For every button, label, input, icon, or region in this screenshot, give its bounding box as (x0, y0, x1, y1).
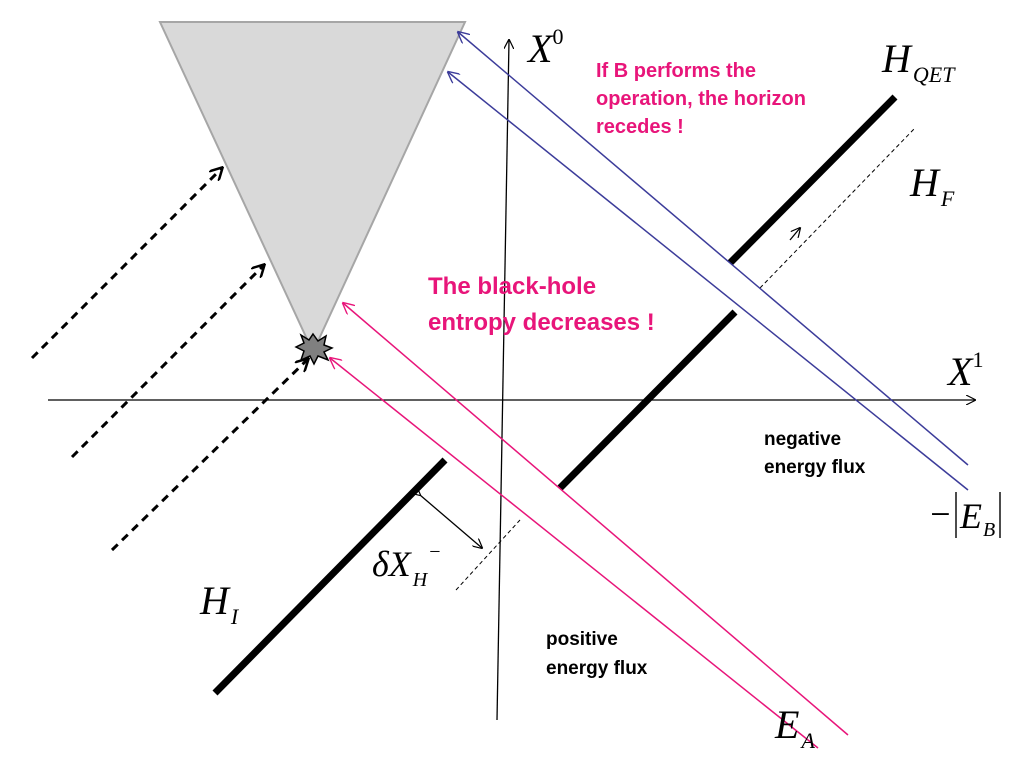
delta-x-arrow (420, 495, 482, 548)
h-qet-label: HQET (881, 36, 956, 87)
svg-text:−: − (928, 494, 952, 534)
incoming-ray (110, 359, 308, 552)
x0-label: X0 (526, 24, 563, 71)
horizon-shift-arrow (789, 228, 800, 241)
e-b-label: − EB (928, 492, 1001, 541)
horizon-middle (557, 309, 738, 491)
horizon-dashed-upper (759, 127, 916, 289)
annotation-negative-flux: negative energy flux (764, 429, 866, 478)
e-a-label: EA (774, 702, 815, 753)
annotation-positive-flux: positive energy flux (546, 629, 648, 679)
horizon-dashed-lower (455, 519, 521, 591)
incoming-ray (70, 265, 264, 459)
black-hole-cone (158, 21, 467, 355)
x1-label: X1 (946, 347, 983, 394)
annotation-entropy-decreases: The black-hole entropy decreases ! (428, 273, 655, 336)
h-i-label: HI (199, 578, 240, 629)
positive-flux-line (343, 303, 849, 736)
burst-icon (294, 332, 334, 366)
annotation-horizon-recedes: If B performs the operation, the horizon… (596, 60, 812, 138)
positive-flux-line (330, 358, 819, 749)
x0-axis (496, 40, 509, 721)
negative-flux-line (448, 72, 969, 491)
svg-text:EB: EB (959, 496, 995, 541)
h-f-label: HF (909, 160, 955, 211)
horizon-qet (727, 94, 898, 266)
negative-flux-line (458, 32, 969, 466)
horizon-initial (212, 457, 448, 696)
incoming-ray (30, 168, 222, 360)
